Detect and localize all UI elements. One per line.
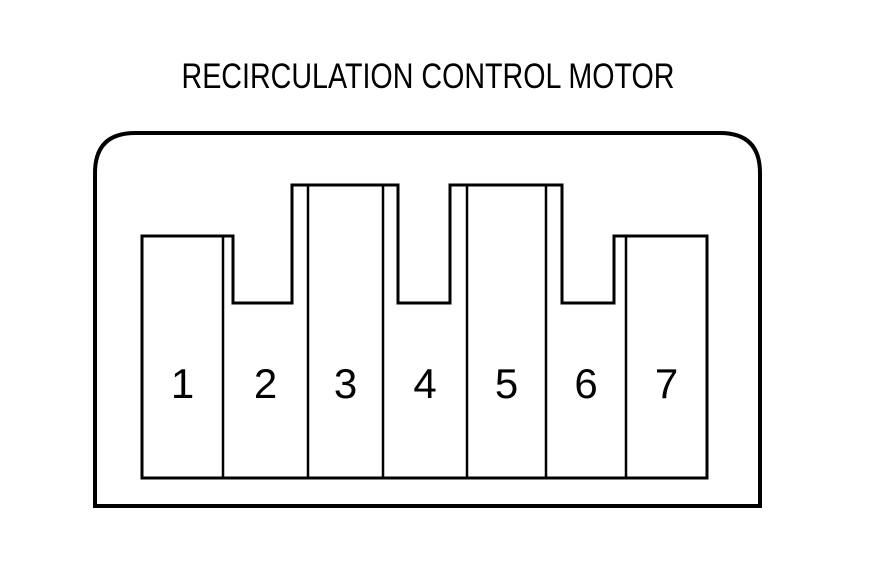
pin-label: 2 — [254, 360, 277, 407]
pin-label: 3 — [334, 360, 357, 407]
pin-label: 1 — [171, 360, 194, 407]
pin-label: 7 — [655, 360, 678, 407]
pin-label: 6 — [574, 360, 597, 407]
diagram-title: RECIRCULATION CONTROL MOTOR — [182, 57, 675, 96]
pin-cavity-profile — [140, 183, 709, 480]
pin-label: 4 — [413, 360, 436, 407]
pin-label: 5 — [495, 360, 518, 407]
connector-housing-outline — [93, 131, 762, 508]
